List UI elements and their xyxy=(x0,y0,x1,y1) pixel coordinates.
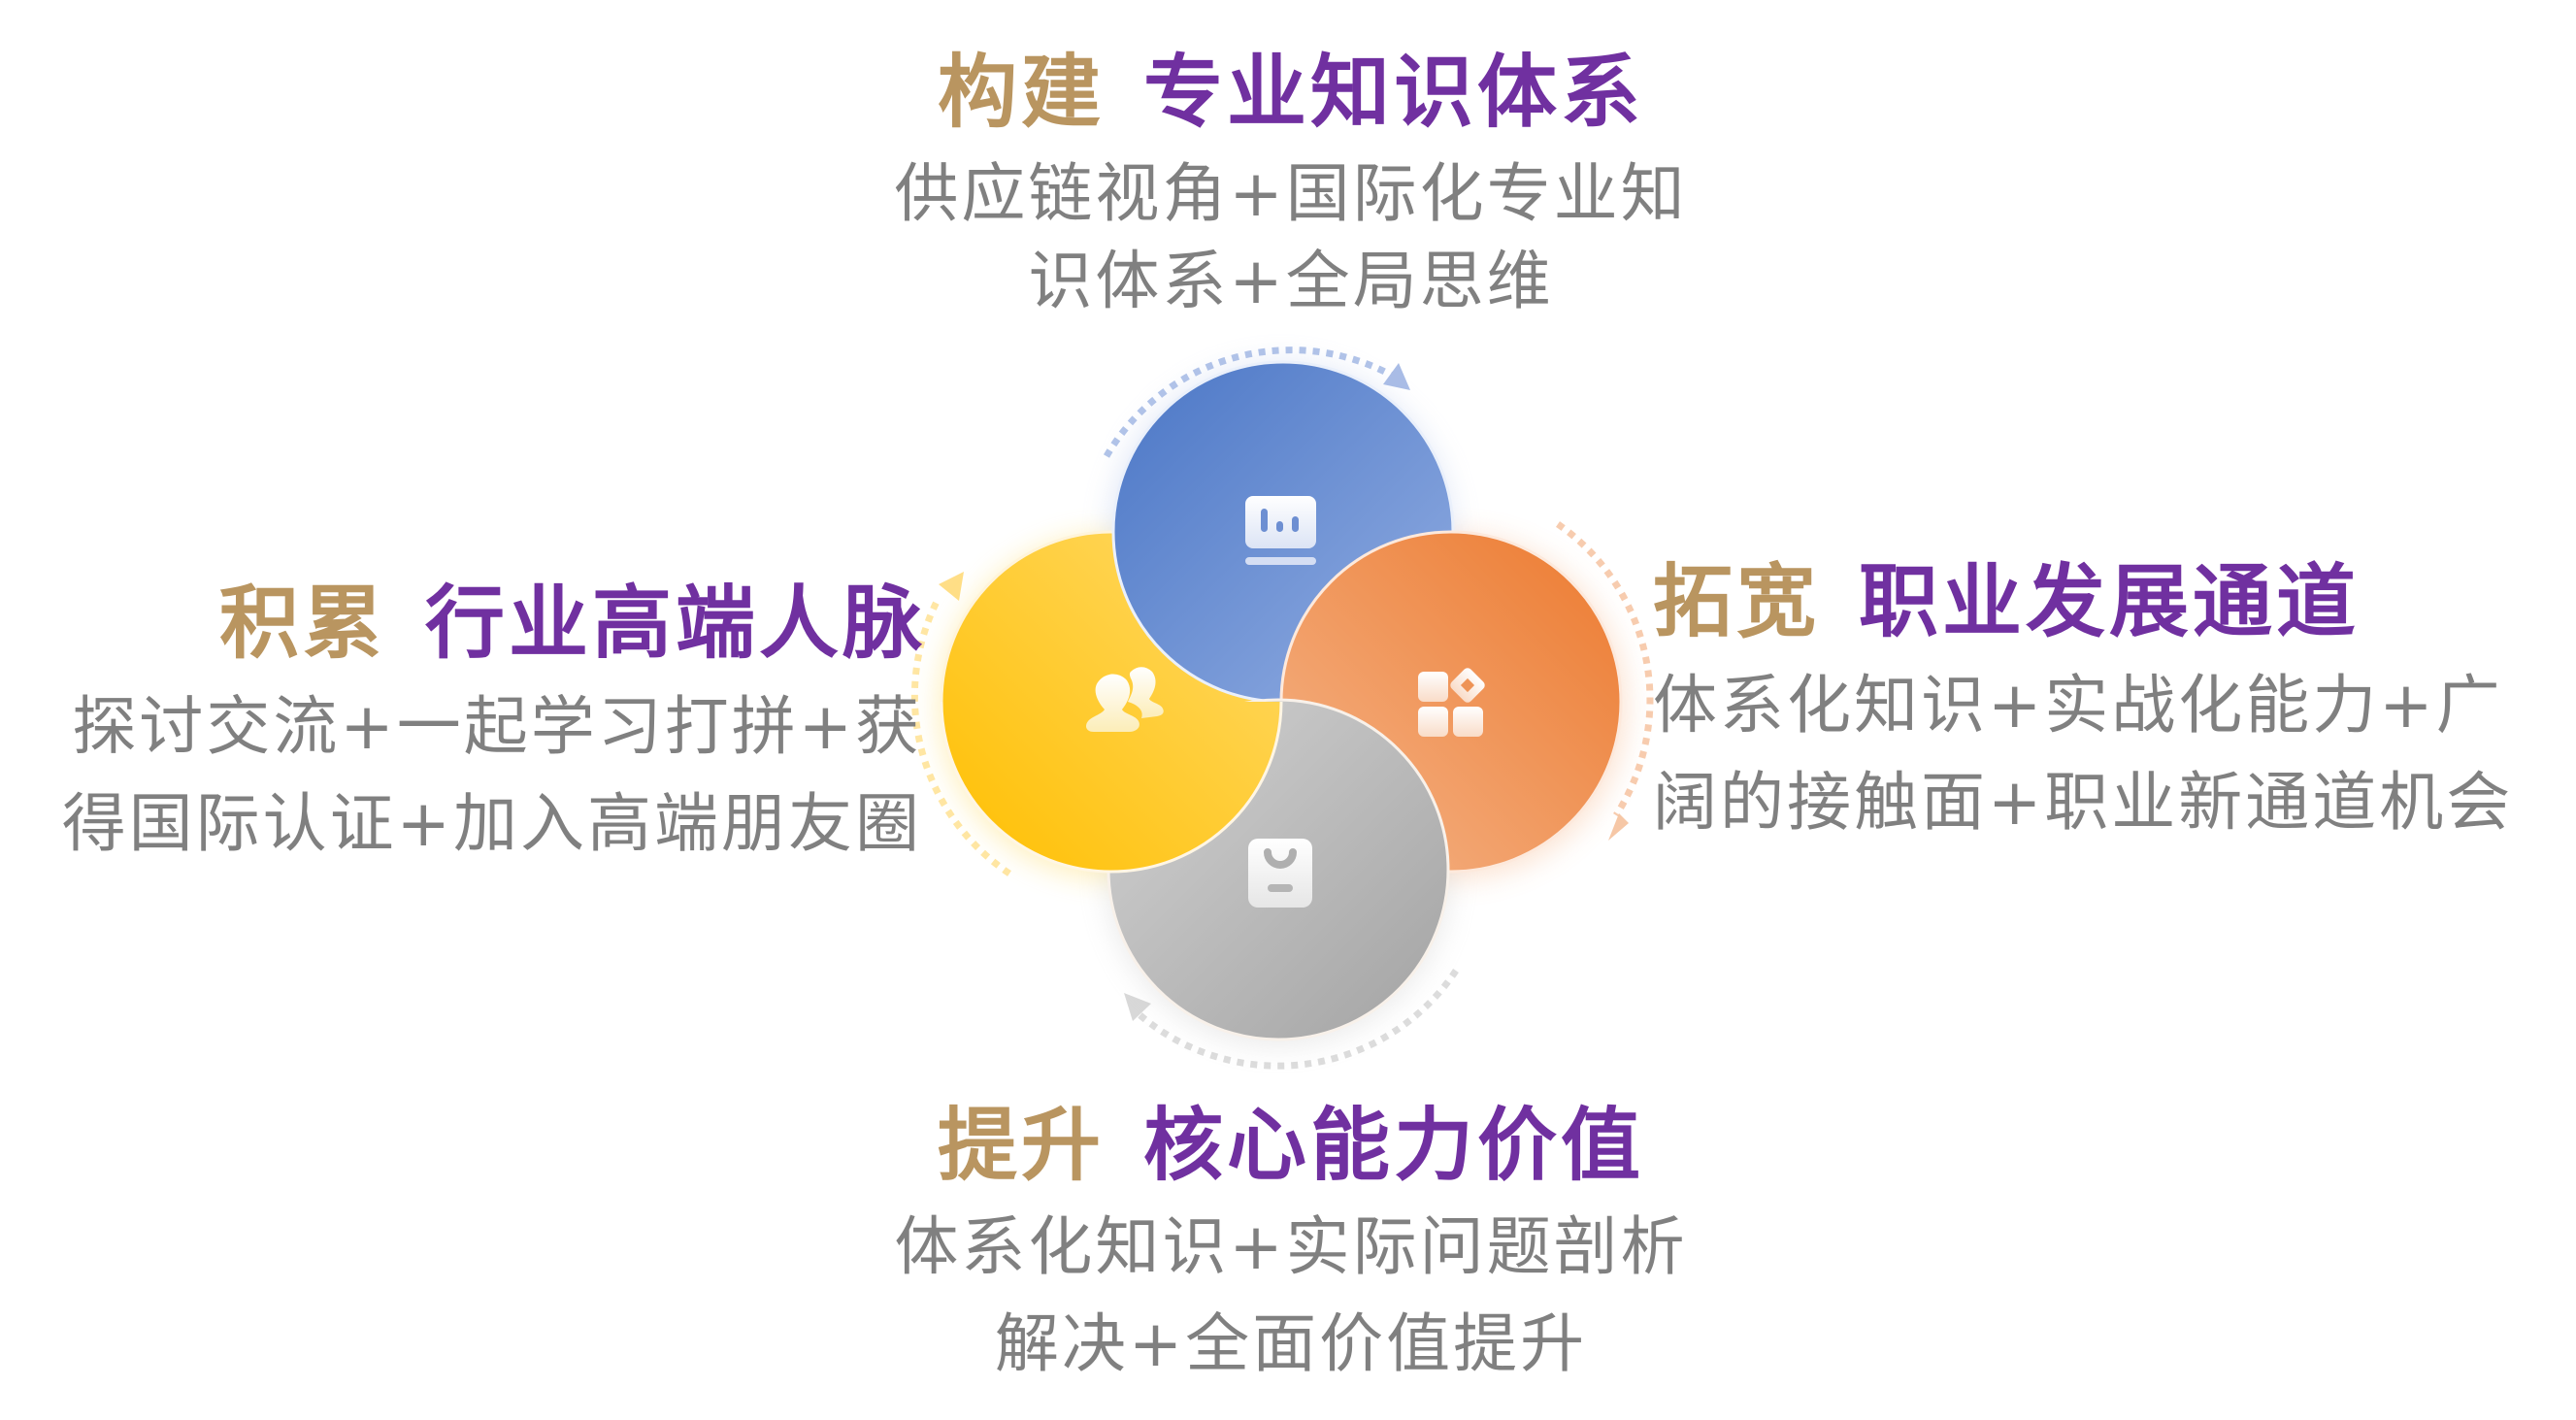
section-right-desc-line-2: 阔的接触面+职业新通道机会 xyxy=(1653,765,2514,840)
people-group-icon xyxy=(1086,667,1164,732)
section-left-desc-line-1: 探讨交流+一起学习打拼+获 xyxy=(72,689,922,764)
shopping-bag-icon xyxy=(1248,839,1312,908)
section-bottom-noun: 核心能力价值 xyxy=(1143,1100,1645,1192)
section-left-title: 积累行业高端人脉 xyxy=(19,578,926,671)
section-right-desc-line-1: 体系化知识+实战化能力+广 xyxy=(1653,668,2503,743)
arrow-left-arc xyxy=(910,600,1011,876)
section-bottom: 提升核心能力价值 体系化知识+实际问题剖析 解决+全面价值提升 xyxy=(854,1100,1728,1393)
arrow-head-bottom-icon xyxy=(1124,993,1151,1021)
section-top-desc-line-2: 识体系+全局思维 xyxy=(1028,244,1554,318)
section-top-noun: 专业知识体系 xyxy=(1143,47,1645,139)
section-left-noun: 行业高端人脉 xyxy=(424,578,926,670)
section-right-noun: 职业发展通道 xyxy=(1859,556,2361,648)
section-right-title: 拓宽职业发展通道 xyxy=(1653,556,2565,649)
section-top-verb: 构建 xyxy=(937,47,1105,139)
arrow-top-arc xyxy=(1103,347,1400,458)
section-left-desc-line-2: 得国际认证+加入高端朋友圈 xyxy=(61,786,922,861)
arrow-head-left-icon xyxy=(939,572,964,601)
section-bottom-desc-line-2: 解决+全面价值提升 xyxy=(994,1306,1588,1381)
cycle-arrows xyxy=(910,347,1654,1070)
arrow-heads xyxy=(939,363,1629,1021)
section-top: 构建专业知识体系 供应链视角+国际化专业知 识体系+全局思维 xyxy=(854,47,1728,330)
section-right: 拓宽职业发展通道 体系化知识+实战化能力+广 阔的接触面+职业新通道机会 xyxy=(1653,556,2565,851)
arrow-bottom-arc xyxy=(1133,969,1459,1070)
section-bottom-verb: 提升 xyxy=(937,1100,1105,1192)
section-bottom-desc-line-1: 体系化知识+实际问题剖析 xyxy=(894,1209,1688,1284)
section-bottom-title: 提升核心能力价值 xyxy=(854,1100,1728,1193)
section-left: 积累行业高端人脉 探讨交流+一起学习打拼+获 得国际认证+加入高端朋友圈 xyxy=(19,578,922,873)
section-top-desc-line-1: 供应链视角+国际化专业知 xyxy=(894,156,1688,231)
presentation-board-icon xyxy=(1245,496,1316,565)
section-right-verb: 拓宽 xyxy=(1653,556,1821,648)
app-grid-icon xyxy=(1418,668,1485,737)
arrow-head-right-icon xyxy=(1608,813,1629,841)
arrow-right-arc xyxy=(1556,521,1654,817)
section-top-title: 构建专业知识体系 xyxy=(854,47,1728,140)
arrow-head-top-icon xyxy=(1383,363,1410,390)
section-left-verb: 积累 xyxy=(218,578,386,670)
